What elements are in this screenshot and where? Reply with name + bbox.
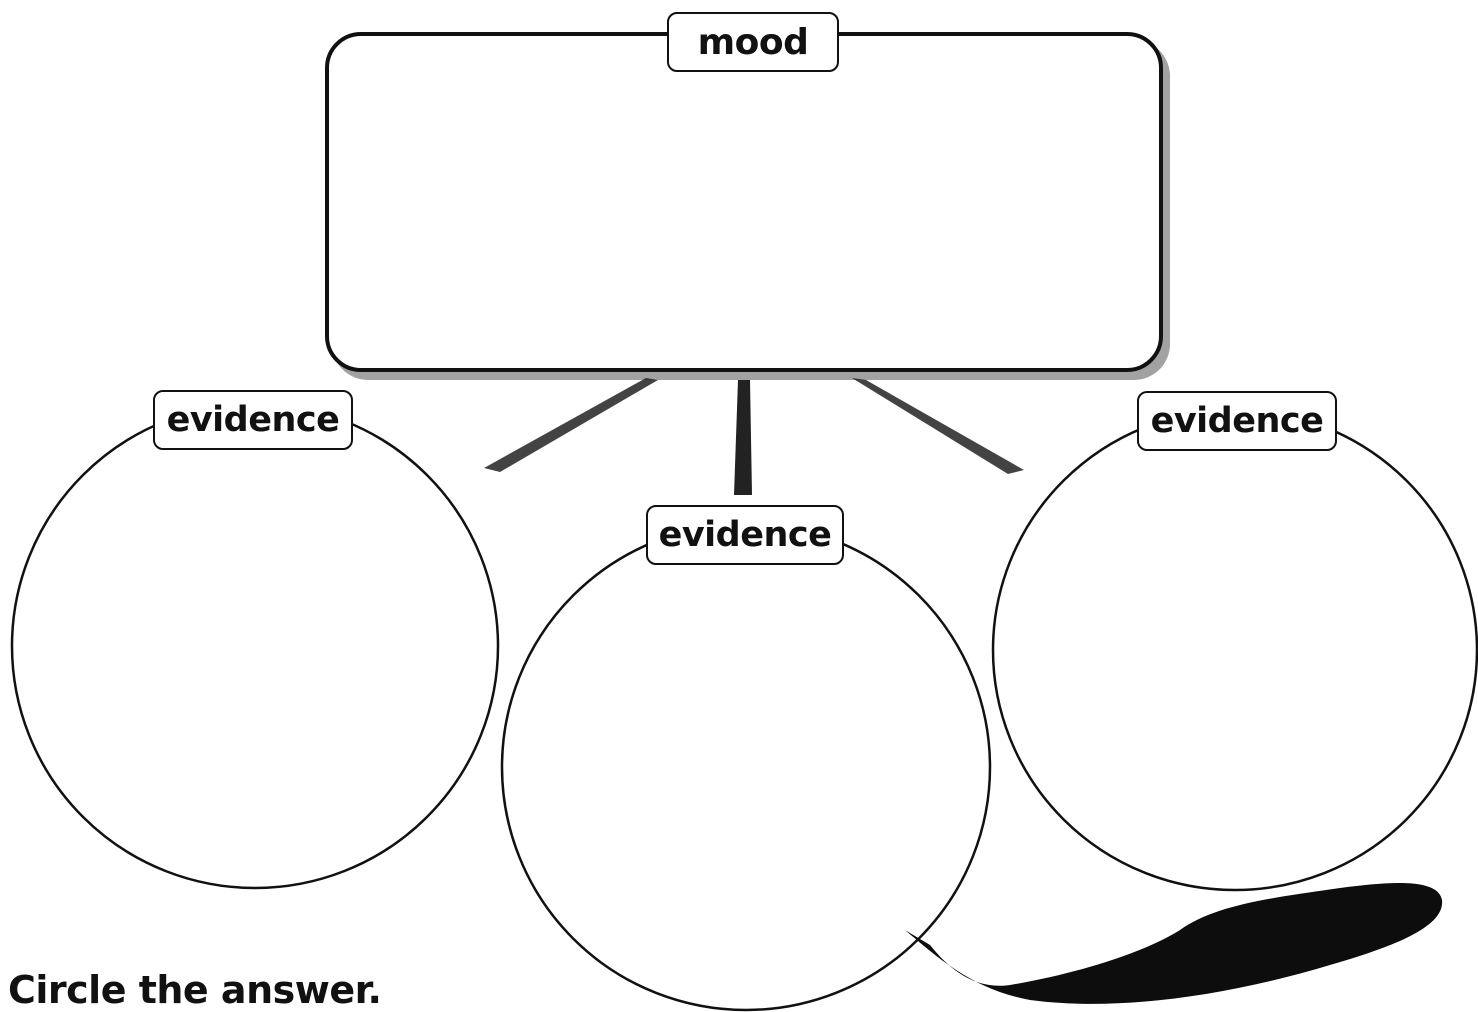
mood-label: mood: [667, 12, 839, 72]
evidence-label-left: evidence: [153, 390, 353, 450]
evidence-circle-right: [991, 408, 1478, 892]
evidence-label-center: evidence: [646, 505, 844, 565]
connector-center: [734, 380, 752, 495]
instruction-text: Circle the answer.: [8, 968, 382, 1012]
connector-right: [852, 378, 1024, 474]
evidence-label-right: evidence: [1137, 391, 1337, 451]
mood-box: [325, 32, 1163, 372]
ink-smudge: [905, 883, 1443, 1004]
connector-left: [484, 378, 658, 472]
evidence-circle-left: [10, 402, 500, 890]
